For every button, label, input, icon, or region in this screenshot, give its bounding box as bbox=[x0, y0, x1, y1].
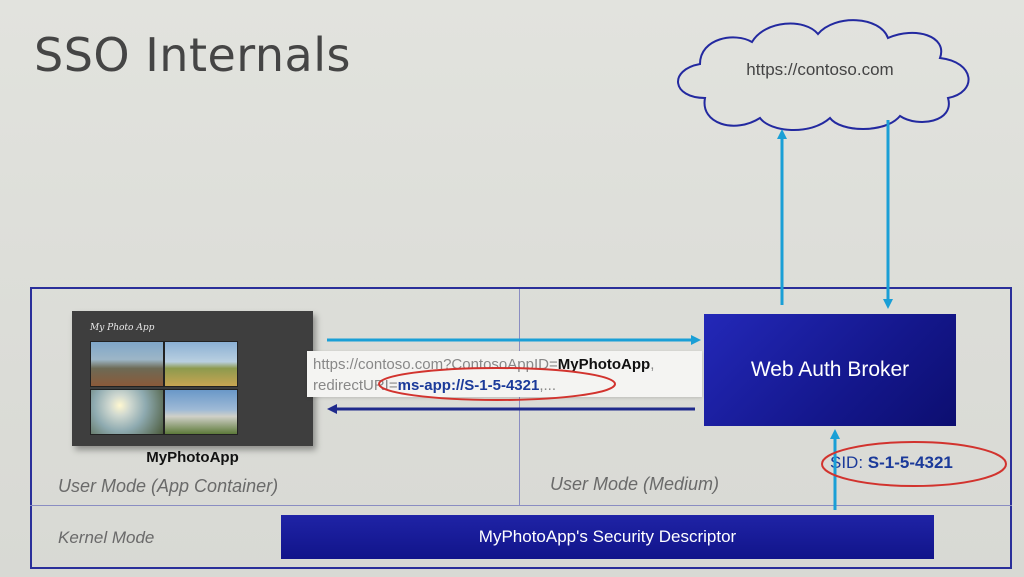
user-mode-divider bbox=[519, 289, 520, 505]
photo-thumbnail bbox=[90, 341, 164, 387]
web-auth-broker-label: Web Auth Broker bbox=[750, 358, 910, 381]
photo-thumbnail bbox=[90, 389, 164, 435]
redirect-uri-value: ms-app://S-1-5-4321 bbox=[397, 377, 540, 394]
slide-title: SSO Internals bbox=[34, 28, 351, 82]
sid-label: SID: S-1-5-4321 bbox=[830, 453, 953, 473]
app-window-thumbnail: My Photo App bbox=[72, 311, 313, 446]
app-window-title: My Photo App bbox=[90, 323, 155, 333]
medium-mode-label: User Mode (Medium) bbox=[550, 474, 720, 494]
redirect-prefix: redirectURI= bbox=[313, 377, 398, 394]
cloud-url-label: https://contoso.com bbox=[746, 60, 894, 79]
photo-thumbnail bbox=[164, 389, 238, 435]
sid-value: S-1-5-4321 bbox=[867, 453, 953, 472]
url-separator: , bbox=[650, 356, 655, 373]
sid-prefix: SID: bbox=[830, 453, 868, 472]
app-name-label: MyPhotoApp bbox=[146, 449, 239, 466]
request-url-line1: https://contoso.com?ContosoAppID=MyPhoto… bbox=[313, 354, 702, 375]
request-url-box: https://contoso.com?ContosoAppID=MyPhoto… bbox=[307, 351, 702, 397]
security-descriptor-label: MyPhotoApp's Security Descriptor bbox=[478, 527, 737, 546]
url-prefix: https://contoso.com?ContosoAppID= bbox=[313, 356, 558, 373]
security-descriptor-bar: MyPhotoApp's Security Descriptor bbox=[281, 515, 934, 559]
photo-thumbnail bbox=[164, 341, 238, 387]
kernel-mode-label: Kernel Mode bbox=[58, 528, 155, 547]
kernel-divider bbox=[30, 505, 1012, 506]
request-url-line2: redirectURI=ms-app://S-1-5-4321,... bbox=[313, 375, 702, 396]
process-boundary-box bbox=[30, 287, 1012, 569]
redirect-suffix: ,... bbox=[539, 377, 556, 394]
url-app-id: MyPhotoApp bbox=[557, 356, 651, 373]
web-auth-broker-box: Web Auth Broker bbox=[704, 314, 956, 426]
app-container-mode-label: User Mode (App Container) bbox=[58, 476, 279, 496]
